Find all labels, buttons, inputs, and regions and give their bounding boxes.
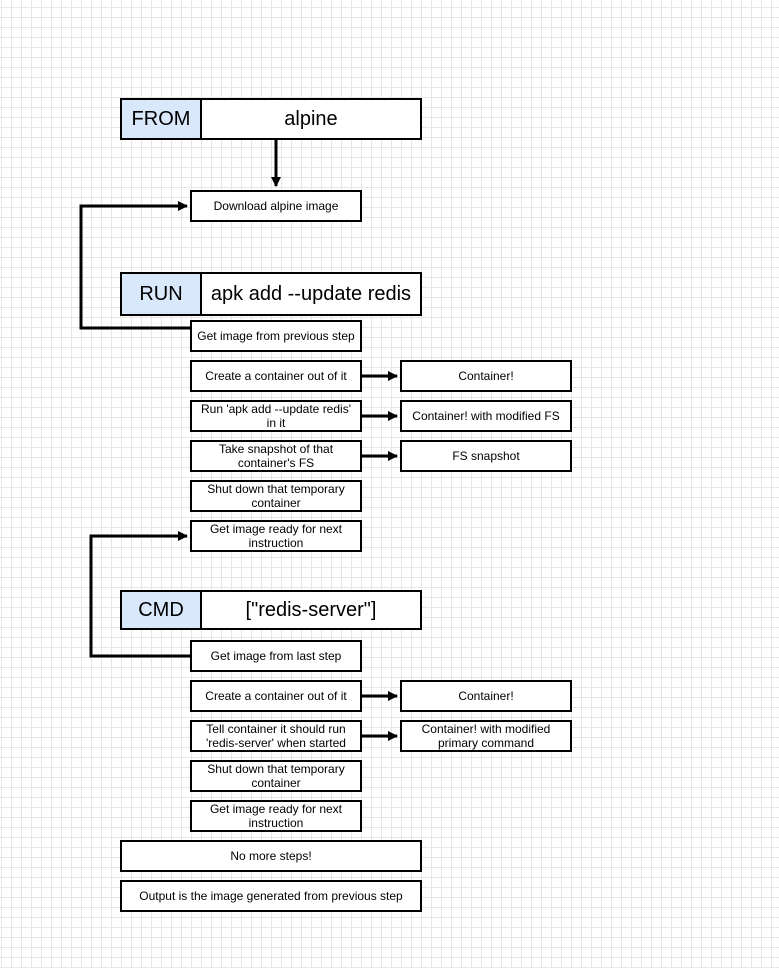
- cmd-modified-command-result: Container! with modified primary command: [400, 720, 572, 752]
- cmd-get-image-step: Get image from last step: [190, 640, 362, 672]
- run-create-container-step: Create a container out of it: [190, 360, 362, 392]
- run-modified-fs-result: Container! with modified FS: [400, 400, 572, 432]
- run-fs-snapshot-result: FS snapshot: [400, 440, 572, 472]
- cmd-get-ready-step: Get image ready for next instruction: [190, 800, 362, 832]
- run-shut-down-step: Shut down that temporary container: [190, 480, 362, 512]
- cmd-create-container-step: Create a container out of it: [190, 680, 362, 712]
- run-keyword-box: RUN: [120, 272, 202, 316]
- run-get-ready-step: Get image ready for next instruction: [190, 520, 362, 552]
- cmd-argument-box: ["redis-server"]: [200, 590, 422, 630]
- run-argument-box: apk add --update redis: [200, 272, 422, 316]
- cmd-shut-down-step: Shut down that temporary container: [190, 760, 362, 792]
- arrow-cmd-loopback: [89, 531, 191, 658]
- no-more-steps-box: No more steps!: [120, 840, 422, 872]
- output-image-box: Output is the image generated from previ…: [120, 880, 422, 912]
- cmd-container-result: Container!: [400, 680, 572, 712]
- cmd-tell-container-step: Tell container it should run 'redis-serv…: [190, 720, 362, 752]
- cmd-keyword-box: CMD: [120, 590, 202, 630]
- run-take-snapshot-step: Take snapshot of that container's FS: [190, 440, 362, 472]
- download-alpine-step: Download alpine image: [190, 190, 362, 222]
- run-command-step: Run 'apk add --update redis' in it: [190, 400, 362, 432]
- from-keyword-box: FROM: [120, 98, 202, 140]
- from-argument-box: alpine: [200, 98, 422, 140]
- run-container-result: Container!: [400, 360, 572, 392]
- arrow-run-loopback: [79, 201, 191, 330]
- run-get-image-step: Get image from previous step: [190, 320, 362, 352]
